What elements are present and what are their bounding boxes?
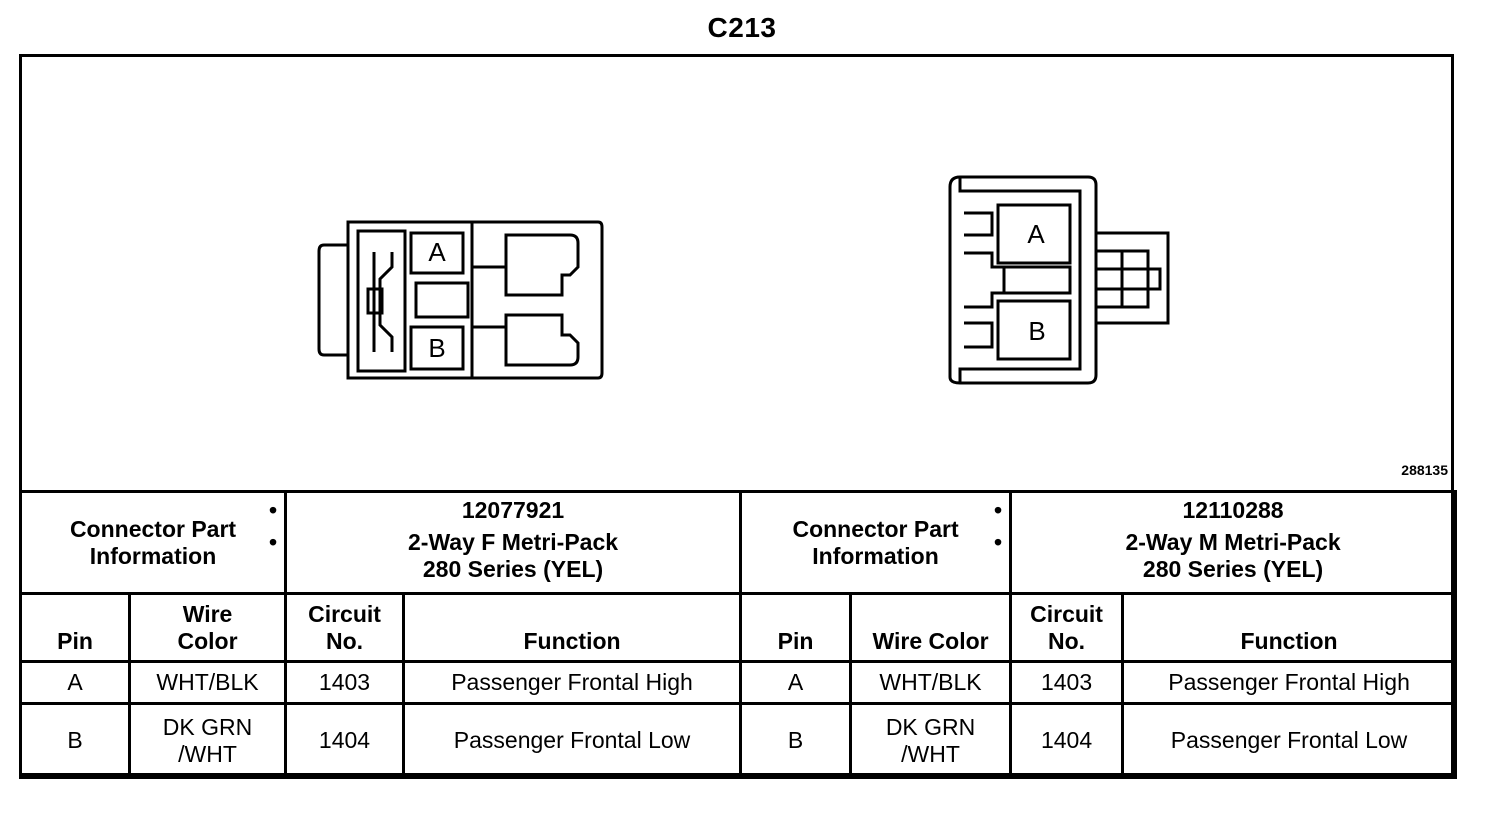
- function-cell: Passenger Frontal High: [402, 660, 743, 705]
- connector-info-text: Connector Part Information: [69, 516, 237, 569]
- pin-b-cavity: [409, 325, 465, 371]
- circuit-cell: 1404: [284, 702, 406, 779]
- wire-color-header: Wire Color: [849, 592, 1013, 663]
- figure-id: 288135: [1401, 462, 1448, 478]
- pin-header: Pin: [19, 592, 131, 663]
- pin-cell: B: [19, 702, 131, 779]
- circuit-cell: 1403: [1009, 660, 1125, 705]
- header-line: Circuit: [1030, 601, 1103, 628]
- description-line: 280 Series (YEL): [1142, 555, 1324, 582]
- header-line: No.: [325, 627, 364, 654]
- wire-color-cell: WHT/BLK: [849, 660, 1013, 705]
- circuit-header: Circuit No.: [1009, 592, 1125, 663]
- male-connector-drawing: [948, 175, 1170, 385]
- pin-cell: A: [19, 660, 131, 705]
- connector-diagram: A B A B: [22, 57, 1451, 490]
- wire-color-line: /WHT: [178, 740, 237, 767]
- pin-cell: A: [739, 660, 853, 705]
- function-header: Function: [1121, 592, 1458, 663]
- pinout-table: Connector Part Information 12077921 2-Wa…: [18, 490, 1458, 779]
- column-header-row: Pin Wire Color Circuit No. Function Pin …: [19, 592, 1458, 663]
- description-line: 280 Series (YEL): [422, 555, 604, 582]
- circuit-header: Circuit No.: [284, 592, 406, 663]
- connector-info-label: Connector Part Information: [18, 490, 288, 595]
- connector-info-details: 12110288 2-Way M Metri-Pack 280 Series (…: [994, 490, 1458, 595]
- pin-cell: B: [739, 702, 853, 779]
- female-connector-drawing: [317, 220, 604, 380]
- header-line: No.: [1048, 627, 1086, 654]
- part-description: 2-Way M Metri-Pack 280 Series (YEL): [994, 529, 1450, 582]
- circuit-cell: 1403: [284, 660, 406, 705]
- wire-color-line: DK GRN: [885, 714, 976, 741]
- wire-color-line: /WHT: [901, 740, 960, 767]
- pin-b-cavity: [996, 299, 1072, 361]
- part-description: 2-Way F Metri-Pack 280 Series (YEL): [269, 529, 735, 582]
- pin-a-cavity: [996, 203, 1072, 265]
- circuit-cell: 1404: [1009, 702, 1125, 779]
- function-cell: Passenger Frontal High: [1121, 660, 1458, 705]
- description-line: 2-Way F Metri-Pack: [408, 529, 619, 556]
- wire-color-cell: WHT/BLK: [127, 660, 288, 705]
- pin-b-label: B: [1028, 316, 1045, 346]
- function-cell: Passenger Frontal Low: [402, 702, 743, 779]
- connector-info-text: Connector Part Information: [792, 516, 959, 569]
- description-line: 2-Way M Metri-Pack: [1125, 529, 1341, 556]
- wire-color-line: DK GRN: [162, 714, 253, 741]
- wire-color-cell: DK GRN /WHT: [849, 702, 1013, 779]
- pin-a-label: A: [428, 237, 446, 267]
- header-line: Wire: [182, 601, 233, 628]
- pin-b-label: B: [428, 333, 445, 363]
- header-line: Color: [177, 627, 238, 654]
- pin-header: Pin: [739, 592, 853, 663]
- wire-color-cell: DK GRN /WHT: [127, 702, 288, 779]
- function-header: Function: [402, 592, 743, 663]
- header-line: Circuit: [308, 601, 381, 628]
- table-row: B DK GRN /WHT 1404 Passenger Frontal Low…: [19, 702, 1458, 779]
- connector-info-details: 12077921 2-Way F Metri-Pack 280 Series (…: [269, 490, 743, 595]
- pin-a-label: A: [1027, 219, 1045, 249]
- table-row: A WHT/BLK 1403 Passenger Frontal High A …: [19, 660, 1458, 705]
- function-cell: Passenger Frontal Low: [1121, 702, 1458, 779]
- connector-info-label: Connector Part Information: [739, 490, 1013, 595]
- part-number: 12077921: [269, 497, 735, 524]
- part-number: 12110288: [994, 497, 1450, 524]
- connector-title: C213: [707, 12, 777, 43]
- connector-info-row: Connector Part Information 12077921 2-Wa…: [18, 490, 1458, 595]
- pin-a-cavity: [409, 231, 465, 275]
- wire-color-header: Wire Color: [127, 592, 288, 663]
